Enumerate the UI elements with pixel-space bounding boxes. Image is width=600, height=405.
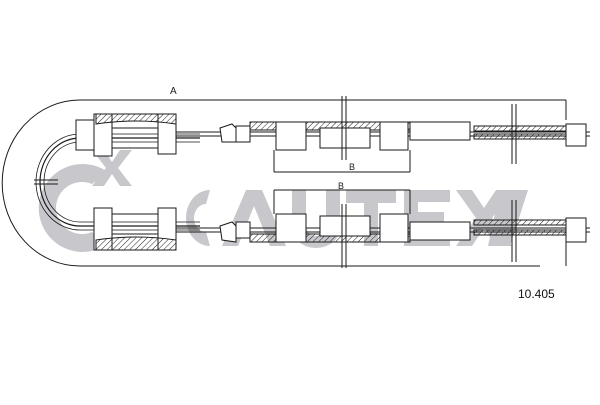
dimension-label-b-top: B (349, 162, 356, 172)
dimension-label-a: A (170, 86, 177, 97)
dimension-label-b-bottom: B (338, 181, 345, 191)
cable-drawing (1, 96, 590, 268)
part-number: 10.405 (518, 287, 555, 301)
